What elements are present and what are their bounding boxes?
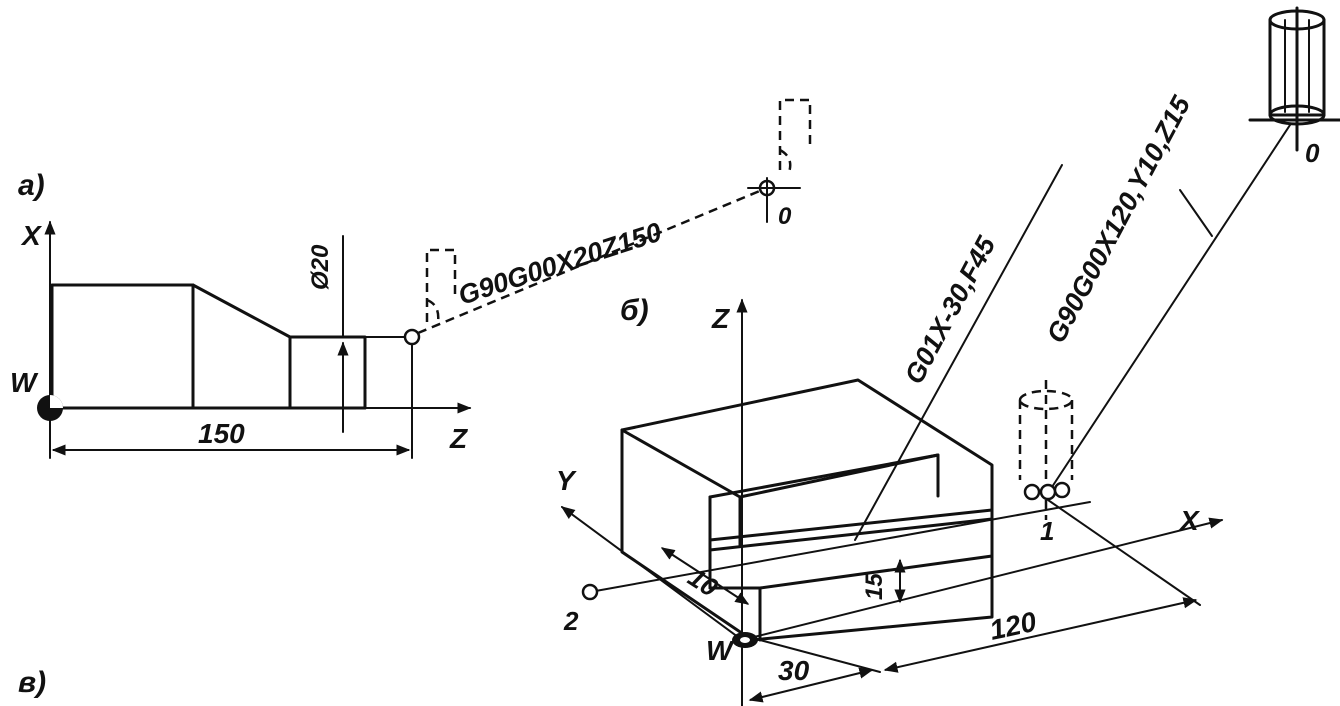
panel-c-label: в)	[18, 666, 46, 699]
panel-b-rapid-leader	[1179, 189, 1213, 237]
panel-a-diameter-label: Ø20	[307, 244, 334, 290]
panel-a-origin-quarter	[50, 395, 63, 408]
panel-b-point-1-b	[1053, 481, 1071, 499]
panel-b-point-2	[581, 583, 599, 601]
panel-b-y-label: Y	[556, 465, 577, 496]
panel-a-rapid-path	[417, 188, 763, 335]
panel-b-dim-30-label: 30	[778, 655, 810, 686]
panel-c: в)	[18, 666, 46, 699]
panel-a: а) X Z Ø20 150 W G90G00X20Z150	[10, 98, 812, 459]
panel-b-feed-leader	[854, 164, 1063, 541]
panel-b-origin-center	[740, 637, 750, 643]
panel-b-block	[620, 378, 994, 642]
panel-a-tool-near	[425, 248, 457, 323]
panel-a-dim-150-label: 150	[198, 418, 245, 449]
panel-b-dim-10	[660, 547, 750, 605]
panel-b-z-label: Z	[711, 303, 730, 334]
panel-a-tool-far	[778, 98, 812, 176]
panel-b-label: б)	[620, 294, 649, 327]
panel-a-label: а)	[18, 169, 45, 202]
panel-a-z-label: Z	[449, 423, 468, 454]
panel-b-point-1-label: 1	[1040, 516, 1054, 546]
panel-b-feed-command: G01X-30,F45	[899, 231, 1002, 389]
panel-a-part-outline	[50, 283, 367, 410]
panel-b-dim-120-ext	[1047, 499, 1201, 606]
panel-b-tool-point-0	[1248, 6, 1340, 152]
panel-b-x-label: X	[1178, 505, 1201, 536]
panel-a-origin-label: W	[10, 367, 39, 398]
panel-b-point-1-a	[1023, 483, 1041, 501]
panel-b-dim-15-label: 15	[861, 573, 888, 600]
panel-a-point-near	[403, 328, 421, 346]
panel-b-x-axis	[741, 517, 1224, 641]
panel-a-x-label: X	[20, 220, 43, 251]
panel-b: б) Z Y X 15 1 0	[556, 6, 1340, 706]
panel-b-point-0-label: 0	[1305, 138, 1320, 168]
panel-b-dim-120-label: 120	[987, 606, 1040, 646]
panel-a-point-0-label: 0	[778, 203, 792, 230]
panel-b-rapid-path	[1049, 124, 1291, 491]
panel-b-dim-30-ext-2	[759, 639, 881, 673]
panel-b-point-1	[1039, 483, 1057, 501]
panel-b-point-2-line	[589, 501, 1091, 593]
panel-b-dim-120	[883, 597, 1198, 673]
panel-b-rapid-command: G90G00X120,Y10,Z15	[1041, 90, 1197, 347]
panel-b-dim-30	[748, 667, 874, 703]
panel-b-origin-label: W	[706, 635, 735, 666]
panel-b-point-2-label: 2	[563, 606, 579, 636]
